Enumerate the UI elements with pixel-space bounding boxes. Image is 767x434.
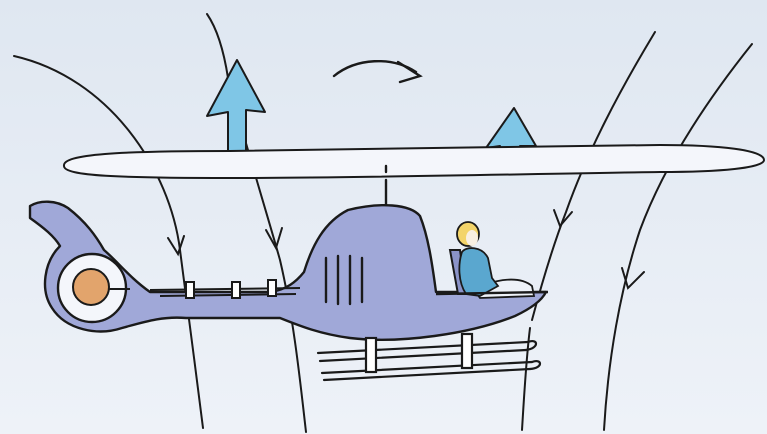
tail-rotor-hub	[73, 269, 109, 305]
